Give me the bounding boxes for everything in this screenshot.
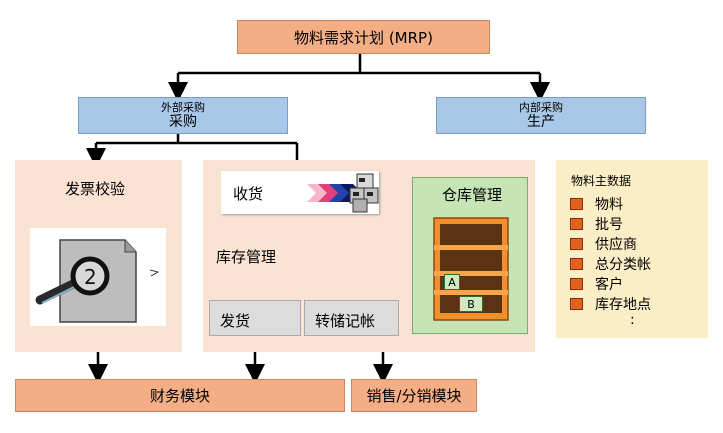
transfer-posting-box[interactable]: 转储记帐 xyxy=(304,300,399,336)
invoice-verification-title: 发票校验 xyxy=(65,180,126,198)
box-b-label: B xyxy=(467,298,475,311)
goods-receipt-box[interactable]: 收货 xyxy=(221,171,379,214)
mrp-box[interactable]: 物料需求计划 (MRP) xyxy=(237,20,490,54)
internal-purchase-box[interactable]: 内部采购 生产 xyxy=(436,97,646,134)
list-item: 供应商 xyxy=(570,234,651,254)
box-a: A xyxy=(444,274,460,290)
list-item: 库存地点 xyxy=(570,294,651,314)
invoice-verification-panel[interactable]: 发票校验 2 xyxy=(15,160,182,352)
master-data-item: 物料 xyxy=(595,197,623,213)
warehouse-management-title: 仓库管理 xyxy=(442,186,503,204)
bullet-icon xyxy=(570,298,583,310)
sales-module-box[interactable]: 销售/分销模块 xyxy=(351,379,477,412)
bullet-icon xyxy=(570,278,583,290)
box-a-label: A xyxy=(448,276,456,289)
finance-module-label: 财务模块 xyxy=(149,387,210,405)
master-data-item: 库存地点 xyxy=(595,297,651,313)
box-b: B xyxy=(459,296,483,312)
finance-module-box[interactable]: 财务模块 xyxy=(15,379,345,412)
warehouse-management-box[interactable]: 仓库管理 A B xyxy=(412,177,528,334)
inventory-management-panel[interactable]: 收货 库存管理 发货 转储记帐 仓库管理 xyxy=(203,160,535,352)
master-data-item: 供应商 xyxy=(595,237,637,253)
goods-receipt-label: 收货 xyxy=(233,185,264,203)
goods-issue-label: 发货 xyxy=(220,312,251,330)
master-data-list: 物料 批号 供应商 总分类帐 客户 库存地点 xyxy=(570,194,651,314)
external-purchase-box[interactable]: 外部采购 采购 xyxy=(78,97,288,134)
goods-issue-box[interactable]: 发货 xyxy=(209,300,301,336)
list-item: 批号 xyxy=(570,214,651,234)
svg-text:2: 2 xyxy=(84,265,97,289)
material-master-data-title: 物料主数据 xyxy=(571,174,632,188)
list-item: 物料 xyxy=(570,194,651,214)
magnifier-document-icon: 2 xyxy=(35,239,160,323)
mrp-label: 物料需求计划 (MRP) xyxy=(294,28,433,47)
internal-purchase-line2: 生产 xyxy=(527,113,555,130)
inventory-management-title: 库存管理 xyxy=(216,248,277,266)
list-item: 客户 xyxy=(570,274,651,294)
internal-purchase-line1: 内部采购 xyxy=(519,100,563,114)
list-item: 总分类帐 xyxy=(570,254,651,274)
master-data-more: : xyxy=(630,312,635,328)
external-purchase-line2: 采购 xyxy=(169,113,197,130)
delivery-arrows-icon xyxy=(307,173,379,213)
sales-module-label: 销售/分销模块 xyxy=(366,387,462,405)
bullet-icon xyxy=(570,198,583,210)
master-data-item: 批号 xyxy=(595,217,623,233)
external-purchase-line1: 外部采购 xyxy=(161,100,205,114)
bullet-icon xyxy=(570,258,583,270)
transfer-posting-label: 转储记帐 xyxy=(315,312,376,330)
bullet-icon xyxy=(570,218,583,230)
master-data-item: 客户 xyxy=(595,277,623,293)
master-data-item: 总分类帐 xyxy=(595,257,651,273)
bullet-icon xyxy=(570,238,583,250)
invoice-image: 2 xyxy=(30,228,166,326)
material-master-data-panel[interactable]: 物料主数据 物料 批号 供应商 总分类帐 客户 库存地点 : xyxy=(556,160,708,338)
